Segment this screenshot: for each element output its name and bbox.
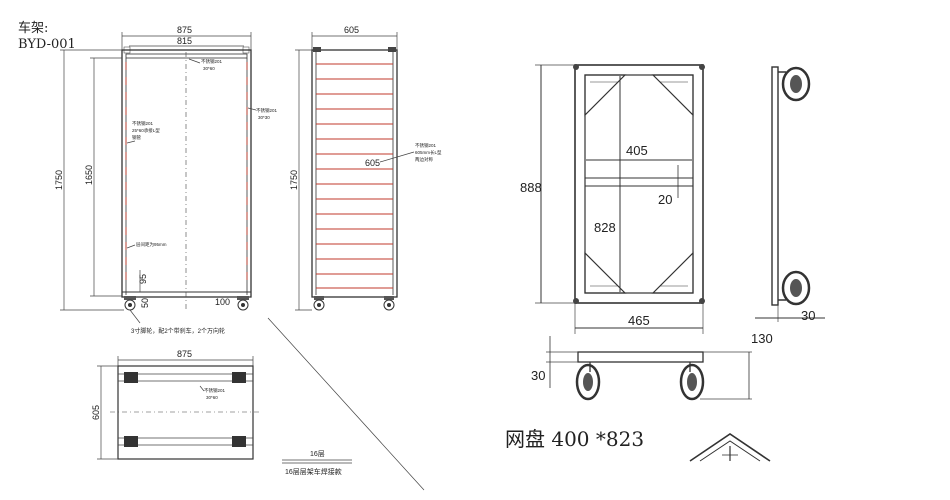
front-dim-overall-width: 875 — [177, 25, 192, 35]
side-view: 605 605 不锈钢201 605mm长L型 两边对称 — [289, 25, 442, 311]
side-dim-height: 1750 — [289, 170, 299, 190]
front-frame — [121, 49, 252, 298]
front-dim-overall-height: 1750 — [54, 170, 64, 190]
side-rails — [316, 63, 393, 289]
caption-name: 16层层架车焊接款 — [285, 467, 342, 476]
top-note-tube-size: 30*60 — [206, 395, 218, 400]
caption-layers: 16层 — [310, 450, 325, 458]
tray-dim-overall-width: 465 — [628, 313, 650, 328]
tray-dim-inner-height: 828 — [594, 220, 616, 235]
partial-frame-shape — [689, 433, 771, 462]
top-dim-depth: 605 — [91, 405, 101, 420]
side-dim-rail-length: 605 — [365, 158, 380, 168]
diagonal-leader — [267, 317, 425, 491]
front-note-top-tube-size: 30*60 — [203, 66, 215, 71]
tray-dim-overall-height: 888 — [520, 180, 542, 195]
side-note-rail-size: 605mm长L型 — [415, 149, 442, 156]
tray-side-wheel-bottom — [781, 270, 811, 306]
tray-bottom-view: 30 130 — [531, 331, 773, 401]
front-note-rail: 不锈钢201 — [132, 120, 154, 127]
front-note-side-tube: 不锈钢201 — [256, 107, 278, 114]
side-caster-left — [313, 296, 325, 311]
front-dim-inner-width: 815 — [177, 36, 192, 46]
front-view: 875 815 — [54, 25, 278, 335]
front-caster-left — [124, 296, 136, 311]
side-note-rail: 不锈钢201 — [415, 142, 437, 149]
front-note-top-tube: 不锈钢201 — [201, 58, 223, 65]
top-frame — [117, 365, 254, 460]
front-dim-inner-height: 1650 — [84, 165, 94, 185]
tray-platform — [577, 351, 704, 363]
front-dim-caster-offset: 50 — [140, 298, 150, 308]
tray-side-wheel-top — [781, 66, 811, 102]
tray-bottom-dim-height: 130 — [751, 331, 773, 346]
tray-bottom-dim-lift: 30 — [531, 368, 545, 383]
tray-outer-frame — [574, 64, 704, 304]
front-dim-caster-offset-right: 100 — [215, 297, 230, 307]
top-view: 875 不锈钢201 30*60 605 — [91, 349, 262, 460]
tray-side-view: 30 — [755, 66, 825, 323]
top-dim-width: 875 — [177, 349, 192, 359]
front-note-spacing: 层间距为95mm — [136, 241, 167, 248]
tray-dim-crossbar: 20 — [658, 192, 672, 207]
side-note-rail-detail: 两边对称 — [415, 156, 433, 163]
drawing-caption: 16层 16层层架车焊接款 — [282, 450, 352, 476]
front-note-side-tube-size: 30*30 — [258, 115, 270, 120]
title-label: 车架: — [18, 20, 48, 36]
tray-crossbar — [584, 177, 694, 187]
front-caster-right — [237, 296, 249, 311]
tray-caption: 网盘 400 *823 — [505, 427, 644, 451]
front-note-rail-detail: 钢管 — [132, 134, 141, 141]
front-note-rail-size: 25*60承接L型 — [132, 127, 160, 134]
tray-bottom-wheel-left — [575, 362, 601, 401]
front-dim-bottom-gap: 95 — [138, 274, 148, 284]
title-code: BYD-001 — [18, 37, 76, 52]
tray-bottom-wheel-right — [679, 362, 705, 401]
tray-dim-inner-width: 405 — [626, 143, 648, 158]
side-frame — [311, 49, 398, 298]
top-note-tube: 不锈钢201 — [204, 387, 226, 394]
side-caster-right — [383, 296, 395, 311]
tray-side-dim-wheel: 30 — [801, 308, 815, 323]
tray-front-view: 405 20 828 888 465 — [520, 64, 705, 334]
side-dim-depth: 605 — [344, 25, 359, 35]
title-block: 车架: BYD-001 — [18, 20, 76, 52]
front-note-casters: 3寸脚轮，配2个带刹车，2个万向轮 — [131, 327, 225, 335]
